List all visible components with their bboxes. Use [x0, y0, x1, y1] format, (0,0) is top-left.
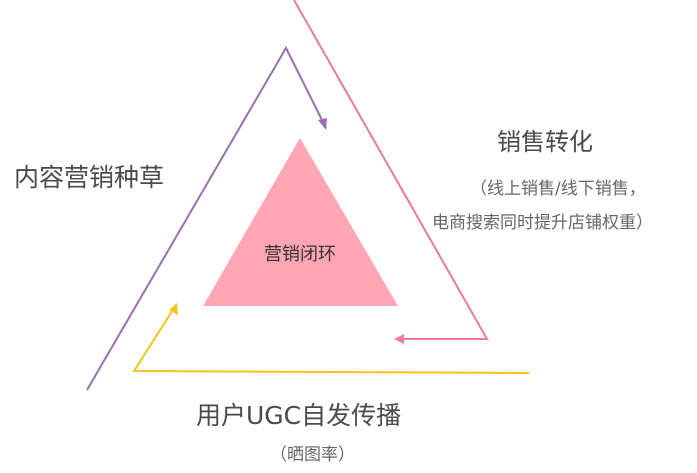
left-node-label: 内容营销种草: [14, 163, 165, 192]
left-arrow-line: [86, 45, 327, 391]
bottom-arrow-line: [132, 304, 530, 374]
right-arrow-line: [293, 0, 489, 340]
bottom-arrowhead: [169, 303, 178, 315]
right-node-subtitle-line2: 电商搜索同时提升店铺权重）: [432, 213, 653, 233]
bottom-node-subtitle: （晒图率）: [270, 445, 355, 465]
center-triangle: [203, 138, 398, 306]
right-arrowhead: [394, 334, 404, 344]
right-node-label: 销售转化: [497, 128, 593, 156]
right-node-subtitle-line1: （线上销售/线下销售，: [470, 179, 646, 199]
left-arrowhead: [318, 118, 327, 130]
center-label: 营销闭环: [264, 244, 336, 265]
bottom-node-label: 用户UGC自发传播: [196, 401, 402, 430]
